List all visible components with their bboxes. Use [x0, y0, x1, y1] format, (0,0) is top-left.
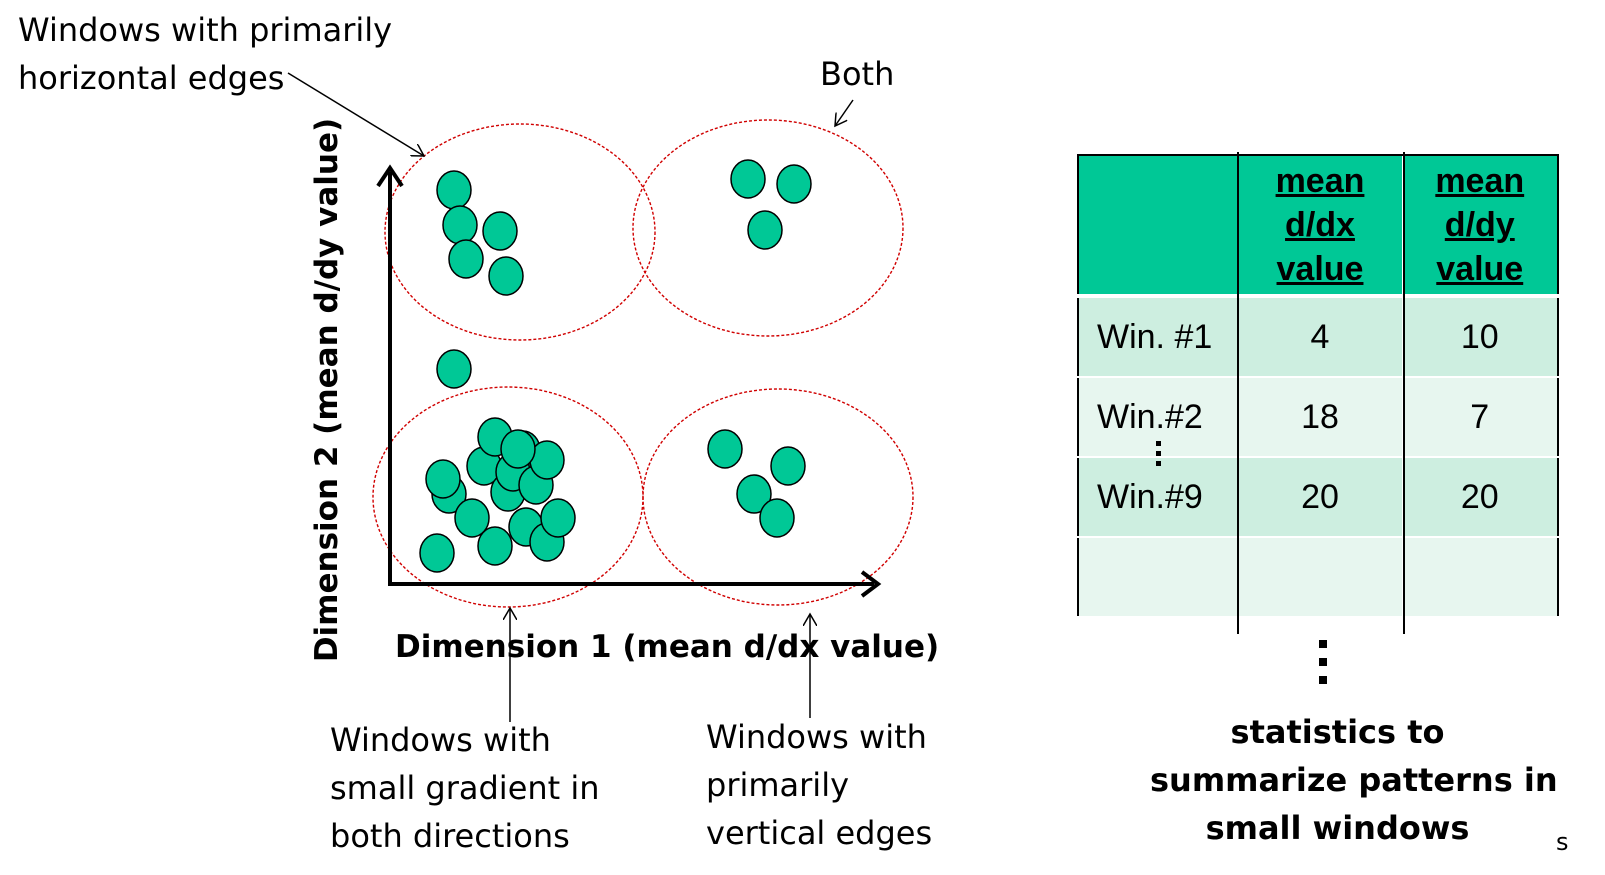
header-dx: mean d/dx value [1238, 155, 1403, 298]
data-point [436, 349, 472, 389]
header-line: value [1436, 250, 1524, 288]
cell-dy: 10 [1402, 296, 1559, 378]
cell-dy [1402, 537, 1559, 618]
data-point [477, 526, 513, 566]
cluster-horizontal-edges [384, 123, 656, 341]
summary-line: statistics to [1230, 713, 1445, 751]
data-point [454, 498, 490, 538]
summary-line: small windows [1205, 809, 1470, 847]
axes [376, 164, 882, 598]
data-point [730, 159, 766, 199]
data-point [488, 256, 524, 296]
label-line: primarily [706, 766, 850, 804]
label-small-gradient: Windows with small gradient in both dire… [330, 716, 600, 860]
data-point [736, 474, 772, 514]
data-point [442, 205, 478, 245]
header-line: d/dy [1444, 206, 1515, 244]
table-header-row: mean d/dx value mean d/dy value [1078, 155, 1559, 298]
data-point [419, 533, 455, 573]
cluster-both [632, 119, 904, 337]
callout-both [835, 99, 854, 126]
row-label: Win.#9 [1078, 457, 1239, 538]
header-line: value [1276, 250, 1364, 288]
table-row [1078, 537, 1559, 618]
table-row: Win.#9 20 20 [1078, 457, 1559, 538]
cell-dy: 7 [1402, 377, 1559, 458]
callout-horizontal [287, 72, 424, 156]
stats-table: mean d/dx value mean d/dy value Win. #1 … [1077, 154, 1559, 618]
data-point [747, 210, 783, 250]
summary-line: summarize patterns in [1150, 761, 1558, 799]
column-rule [1403, 152, 1405, 634]
x-axis-arrowhead [860, 570, 882, 598]
cell-dy: 20 [1402, 457, 1559, 538]
header-line: d/dx [1285, 206, 1355, 244]
ellipsis-small [1156, 441, 1166, 476]
header-line: mean [1435, 162, 1525, 200]
label-line: Windows with primarily [18, 11, 393, 49]
label-line: vertical edges [706, 814, 933, 852]
label-vertical-edges: Windows with primarily vertical edges [706, 713, 932, 857]
data-point [540, 498, 576, 538]
row-label: Win.#2 [1078, 377, 1239, 458]
cluster-ellipses [372, 119, 914, 608]
cell-dx: 18 [1238, 377, 1403, 458]
x-axis-label: Dimension 1 (mean d/dx value) [395, 629, 940, 665]
ellipsis-large [1319, 640, 1329, 694]
row-label [1078, 537, 1239, 618]
column-rule [1237, 152, 1239, 634]
data-point [776, 164, 812, 204]
label-line: Windows with [330, 721, 551, 759]
callout-lines [287, 72, 854, 722]
data-point [448, 239, 484, 279]
cluster-vertical-edges [642, 388, 914, 606]
header-empty [1078, 155, 1239, 298]
label-line: Windows with [706, 718, 927, 756]
header-dy: mean d/dy value [1402, 155, 1559, 298]
header-line: mean [1275, 162, 1365, 200]
summary-caption: statistics to summarize patterns in smal… [1150, 708, 1558, 852]
label-both: Both [820, 55, 895, 93]
data-point [770, 446, 806, 486]
data-point [482, 211, 518, 251]
corner-fragment: s [1556, 828, 1569, 856]
data-point [759, 498, 795, 538]
label-line: small gradient in [330, 769, 600, 807]
y-axis-label: Dimension 2 (mean d/dy value) [309, 118, 345, 662]
data-point [436, 170, 472, 210]
label-line: both directions [330, 817, 570, 855]
y-axis-arrowhead [376, 164, 404, 188]
label-line: horizontal edges [18, 59, 285, 97]
label-horizontal-edges: Windows with primarily horizontal edges [18, 6, 392, 102]
table-row: Win.#2 18 7 [1078, 377, 1559, 458]
data-point [707, 429, 743, 469]
row-label: Win. #1 [1078, 296, 1239, 378]
cell-dx: 4 [1238, 296, 1403, 378]
data-point [425, 459, 461, 499]
table-row: Win. #1 4 10 [1078, 296, 1559, 378]
data-point [500, 429, 536, 469]
data-points [419, 159, 812, 573]
cell-dx: 20 [1238, 457, 1403, 538]
cell-dx [1238, 537, 1403, 618]
